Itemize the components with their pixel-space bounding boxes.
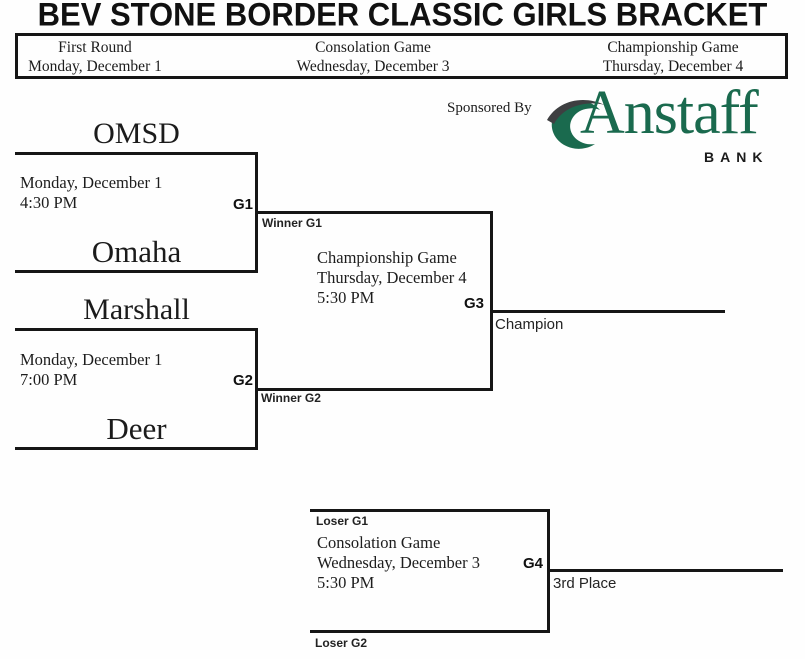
champion-line xyxy=(493,310,725,313)
header-first-round-date: Monday, December 1 xyxy=(28,58,162,75)
game4-date: Wednesday, December 3 xyxy=(317,553,480,572)
game2-right-line xyxy=(255,328,258,450)
loser-g1-label: Loser G1 xyxy=(316,514,369,528)
game2-date: Monday, December 1 xyxy=(20,350,163,369)
header-first-round: First Round Monday, December 1 xyxy=(20,38,170,76)
game3-top-line xyxy=(258,211,493,214)
header-championship: Championship Game Thursday, December 4 xyxy=(578,38,768,76)
game2-bottom-team: Deer xyxy=(106,411,167,446)
game2-top-team: Marshall xyxy=(83,293,190,326)
game1-time: 4:30 PM xyxy=(20,193,78,212)
champion-label: Champion xyxy=(495,316,564,333)
game3-time: 5:30 PM xyxy=(317,288,375,307)
game1-bottom-line xyxy=(15,270,258,273)
game4-top-line xyxy=(310,509,550,512)
game1-right-line xyxy=(255,152,258,273)
anstaff-logo-swoosh-icon xyxy=(547,99,605,149)
header-first-round-title: First Round xyxy=(58,39,132,56)
sponsored-by-label: Sponsored By xyxy=(447,100,532,116)
game4-right-line xyxy=(547,509,550,633)
game3-title: Championship Game xyxy=(317,248,457,267)
game1-date: Monday, December 1 xyxy=(20,173,163,192)
loser-g2-label: Loser G2 xyxy=(315,636,368,650)
third-place-label: 3rd Place xyxy=(553,575,617,592)
game2-top-line xyxy=(15,328,258,331)
anstaff-bank-text: BANK xyxy=(704,149,769,165)
game2-time: 7:00 PM xyxy=(20,370,78,389)
page-title: BEV STONE BORDER CLASSIC GIRLS BRACKET xyxy=(37,0,768,33)
game2-label: G2 xyxy=(232,372,253,389)
game1-top-team: OMSD xyxy=(93,117,180,150)
game4-title: Consolation Game xyxy=(317,533,441,552)
header-consolation: Consolation Game Wednesday, December 3 xyxy=(283,38,463,76)
game4-label: G4 xyxy=(522,555,543,572)
game1-label: G1 xyxy=(232,196,253,213)
game3-label: G3 xyxy=(463,295,484,312)
schedule-header-box: First Round Monday, December 1 Consolati… xyxy=(15,33,788,79)
winner-g2-label: Winner G2 xyxy=(261,391,321,405)
game2-bottom-line xyxy=(15,447,258,450)
game3-date: Thursday, December 4 xyxy=(317,268,467,287)
game1-bottom-team: Omaha xyxy=(91,234,182,269)
game1-top-line xyxy=(15,152,258,155)
anstaff-bank-logo: Anstaff BANK xyxy=(545,79,801,174)
game4-time: 5:30 PM xyxy=(317,573,375,592)
third-place-line xyxy=(550,569,783,572)
game3-bottom-line xyxy=(258,388,493,391)
header-consolation-title: Consolation Game xyxy=(315,39,431,56)
anstaff-logo-text: Anstaff xyxy=(580,79,759,147)
game3-right-line xyxy=(490,211,493,391)
game4-bottom-line xyxy=(310,630,550,633)
header-championship-date: Thursday, December 4 xyxy=(602,58,744,75)
header-consolation-date: Wednesday, December 3 xyxy=(296,58,450,75)
header-championship-title: Championship Game xyxy=(607,39,739,56)
winner-g1-label: Winner G1 xyxy=(262,216,322,230)
